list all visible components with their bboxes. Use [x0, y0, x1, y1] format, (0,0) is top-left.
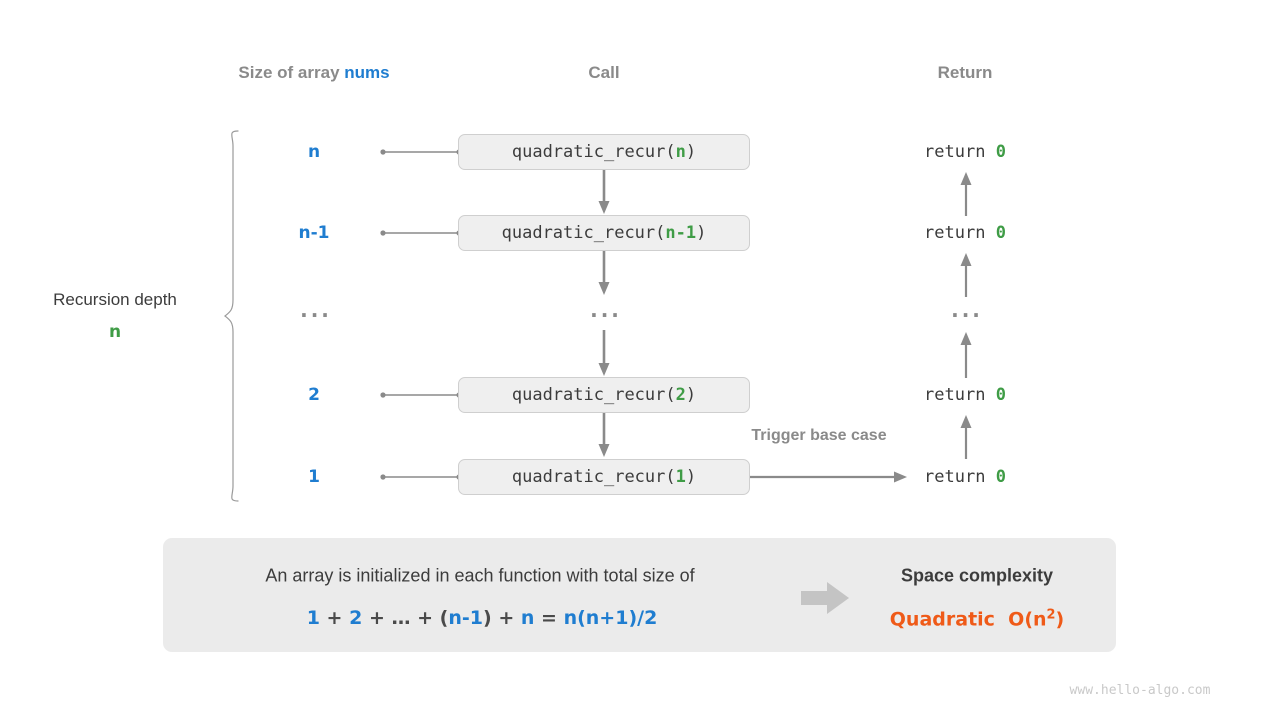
space-complexity-value: Quadratic O(n2) — [890, 607, 1064, 630]
base-case-arrow — [750, 471, 907, 483]
call-box-row-2-suffix: ) — [696, 223, 707, 243]
return-label-row-2-value: 0 — [995, 223, 1006, 243]
call-arrow-1-to-2 — [598, 170, 610, 214]
recursion-depth-brace — [224, 130, 239, 502]
connector-line-row-1 — [380, 149, 462, 155]
call-box-row-1-prefix: quadratic_recur( — [511, 142, 676, 162]
call-box-row-2-prefix: quadratic_recur( — [501, 223, 666, 243]
complexity-notation-suffix: ) — [1055, 608, 1065, 631]
complexity-notation-prefix: O(n — [1008, 608, 1047, 631]
return-arrow-3-to-2 — [960, 253, 972, 297]
formula-result: n(n+1)/2 — [563, 607, 658, 629]
formula-paren-open: ( — [439, 607, 449, 629]
call-arrow-4-to-5 — [598, 413, 610, 457]
column-header-call: Call — [588, 63, 620, 82]
formula-op-1: + — [326, 607, 343, 629]
return-arrow-2-to-1 — [960, 172, 972, 216]
column-header-return: Return — [937, 63, 993, 82]
call-box-row-5-arg: 1 — [675, 467, 686, 487]
recursion-depth-label: Recursion depth — [53, 290, 177, 309]
summary-description: An array is initialized in each function… — [265, 565, 695, 586]
recursion-depth-caption: Recursion depth n — [53, 284, 177, 349]
call-box-row-4-suffix: ) — [685, 385, 697, 405]
call-arrow-3-to-4 — [598, 330, 610, 376]
call-box-row-5-suffix: ) — [685, 467, 697, 487]
return-label-row-2-prefix: return — [924, 223, 996, 243]
formula-term-3: n-1 — [448, 607, 484, 629]
column-header-size-prefix: Size of array — [238, 63, 345, 82]
return-label-row-1: return 0 — [924, 142, 1006, 162]
return-label-row-1-prefix: return — [924, 142, 996, 162]
size-label-row-4: 2 — [308, 385, 320, 405]
call-box-row-5-prefix: quadratic_recur( — [511, 467, 676, 487]
formula-term-4: n — [520, 607, 535, 629]
watermark: www.hello-algo.com — [1069, 683, 1211, 698]
connector-line-row-4 — [380, 392, 462, 398]
recursion-depth-value: n — [108, 322, 122, 343]
return-label-row-4-prefix: return — [924, 385, 996, 405]
formula-op-4: + — [498, 607, 515, 629]
return-label-row-1-value: 0 — [995, 142, 1006, 162]
column-header-size: Size of array nums — [238, 63, 389, 83]
call-box-row-4-arg: 2 — [675, 385, 686, 405]
size-label-row-1: n — [307, 142, 321, 162]
return-arrow-5-to-4 — [960, 415, 972, 459]
call-box-row-4-prefix: quadratic_recur( — [511, 385, 676, 405]
formula-ellipsis: … — [391, 607, 411, 629]
size-label-row-5: 1 — [308, 467, 320, 487]
space-complexity-title: Space complexity — [900, 565, 1054, 586]
formula-op-2: + — [368, 607, 385, 629]
summary-panel — [163, 538, 1116, 652]
formula-term-1: 1 — [306, 607, 320, 629]
size-label-row-2: n-1 — [298, 223, 330, 243]
formula-term-2: 2 — [349, 607, 363, 629]
trigger-base-case-note: Trigger base case — [751, 427, 887, 444]
connector-line-row-2 — [380, 230, 462, 236]
return-arrow-4-to-3 — [960, 332, 972, 378]
size-label-row-3-ellipsis: ... — [300, 298, 332, 322]
arrow-right-icon — [801, 582, 849, 614]
call-box-row-4[interactable]: quadratic_recur(2) — [458, 377, 750, 413]
call-box-row-2[interactable]: quadratic_recur(n-1) — [458, 215, 750, 251]
call-box-row-1-suffix: ) — [685, 142, 697, 162]
return-label-row-5-value: 0 — [995, 467, 1006, 487]
call-box-row-2-arg: n-1 — [665, 223, 697, 243]
complexity-notation-exponent: 2 — [1046, 607, 1056, 623]
call-arrow-2-to-3 — [598, 251, 610, 295]
formula-op-3: + — [417, 607, 434, 629]
summary-formula: 1 + 2 + … + (n-1) + n = n(n+1)/2 — [307, 607, 658, 629]
return-label-row-4: return 0 — [924, 385, 1006, 405]
formula-equals: = — [541, 607, 557, 629]
return-label-row-2: return 0 — [924, 223, 1006, 243]
return-label-row-5-prefix: return — [924, 467, 996, 487]
call-row-3-ellipsis: ... — [590, 298, 622, 322]
call-box-row-1[interactable]: quadratic_recur(n) — [458, 134, 750, 170]
call-box-row-5[interactable]: quadratic_recur(1) — [458, 459, 750, 495]
column-header-size-highlight: nums — [344, 63, 390, 82]
return-label-row-4-value: 0 — [995, 385, 1006, 405]
return-label-row-5: return 0 — [924, 467, 1006, 487]
return-row-3-ellipsis: ... — [951, 298, 983, 322]
call-box-row-1-arg: n — [675, 142, 686, 162]
connector-line-row-5 — [380, 474, 462, 480]
formula-paren-close: ) — [483, 607, 492, 629]
complexity-word: Quadratic — [889, 608, 995, 631]
